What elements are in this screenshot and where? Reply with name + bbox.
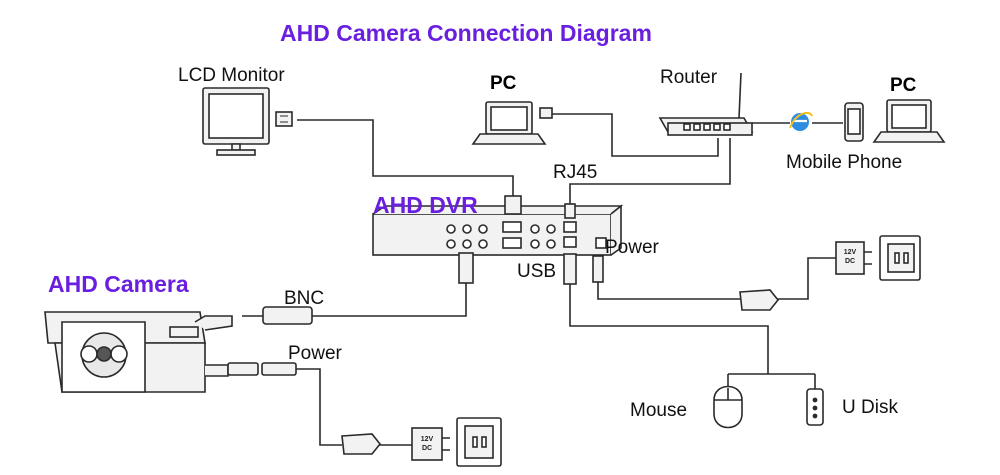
dvr-power-label: Power [605,237,659,258]
vga-connector-icon [504,195,522,215]
camera-icon [44,311,233,393]
bnc-label: BNC [284,288,325,309]
monitor-icon [202,87,293,156]
pc-right-label: PC [890,75,917,96]
power-adapter-icon [739,241,872,311]
power-adapter-icon [341,427,450,461]
mouse-icon [713,385,743,429]
ahd-dvr-label: AHD DVR [373,192,478,218]
adapter-type: DC [421,445,433,452]
laptop-icon [471,101,553,145]
wall-socket-icon [879,235,921,281]
mouse-label: Mouse [630,400,688,421]
internet-explorer-icon [789,111,813,131]
adapter-voltage: 12V [843,249,857,256]
adapter-type: DC [844,258,856,265]
mobile-phone-icon [844,102,864,142]
u-disk-label: U Disk [842,397,898,418]
laptop-icon [872,99,946,143]
usb-disk-icon [806,388,824,426]
rj45-connector-icon [564,203,576,219]
page-title: AHD Camera Connection Diagram [280,20,652,46]
dvr-power-cable [597,282,740,300]
adapter-label: 12V DC [415,436,439,452]
rj45-label: RJ45 [553,162,598,183]
bnc-connector-icon [262,306,313,325]
router-label: Router [660,67,718,88]
rj45-cable [569,138,731,205]
vga-cable [297,119,514,198]
ahd-camera-label: AHD Camera [48,271,189,297]
dvr-adapter-cable [776,257,836,300]
usb-cable [569,283,769,374]
bnc-cable [312,282,467,317]
power-plug-icon [227,362,297,376]
mobile-phone-label: Mobile Phone [786,152,903,173]
bnc-connector-icon [458,252,474,284]
camera-power-cable [296,368,342,446]
camera-power-label: Power [288,343,342,364]
lcd-monitor-label: LCD Monitor [178,65,285,86]
power-plug-icon [592,255,604,283]
pc-usb-cable [551,113,719,157]
pc-left-label: PC [490,73,517,94]
usb-connector-icon [563,253,577,285]
usb-label: USB [517,261,557,282]
router-icon [658,72,754,136]
dvr-icon [372,204,624,256]
wall-socket-icon [456,417,502,467]
adapter-label: 12V DC [838,249,862,265]
adapter-voltage: 12V [420,436,434,443]
